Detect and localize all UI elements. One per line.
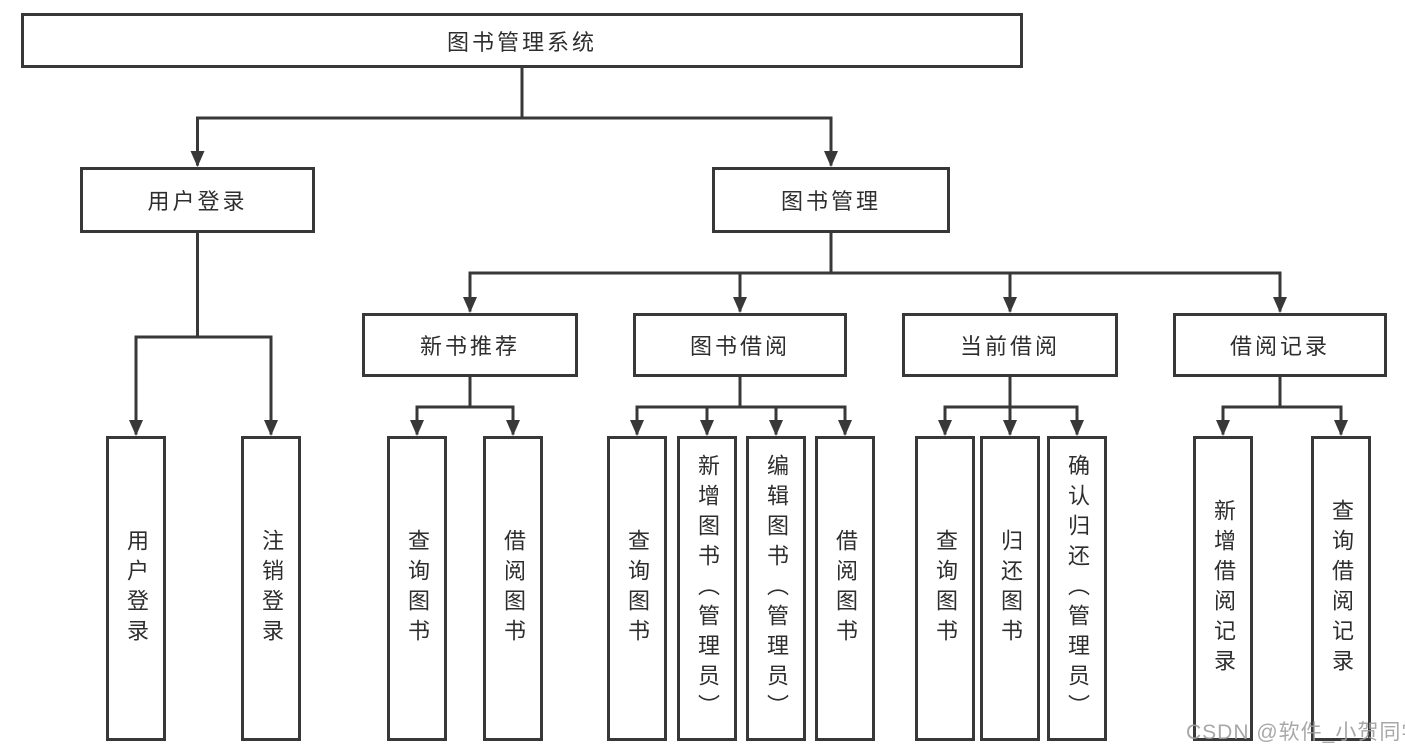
arrowhead-icon	[769, 420, 783, 436]
leaf-nbr-borrow-books: 借阅图书	[483, 436, 543, 741]
connector-book-management-children	[468, 231, 1282, 312]
connector-borrowing-records-children	[1221, 375, 1343, 435]
connector-root-children	[196, 66, 833, 166]
leaf-bb-add-books-admin-label: 新增图书（管理员）	[695, 453, 720, 724]
leaf-br-query-borrow-record: 查询借阅记录	[1311, 436, 1371, 741]
leaf-cb-return-books: 归还图书	[980, 436, 1040, 741]
arrowhead-icon	[1003, 420, 1017, 436]
arrowhead-icon	[410, 420, 424, 436]
node-user-login: 用户登录	[80, 167, 315, 233]
leaf-bb-query-books: 查询图书	[607, 436, 667, 741]
node-book-borrowing-label: 图书借阅	[689, 334, 790, 359]
node-borrowing-records-label: 借阅记录	[1229, 334, 1330, 359]
arrowhead-icon	[824, 151, 838, 167]
arrowhead-icon	[700, 420, 714, 436]
node-book-management-label: 图书管理	[780, 189, 881, 214]
leaf-nbr-borrow-books-label: 借阅图书	[501, 528, 526, 649]
leaf-user-login-label: 用户登录	[124, 528, 149, 649]
node-user-login-label: 用户登录	[147, 189, 248, 214]
leaf-br-add-borrow-record-label: 新增借阅记录	[1211, 498, 1236, 679]
leaf-cb-query-books-label: 查询图书	[933, 528, 958, 649]
node-new-book-recommend: 新书推荐	[362, 313, 578, 377]
node-book-borrowing: 图书借阅	[633, 313, 847, 377]
leaf-cb-query-books: 查询图书	[915, 436, 975, 741]
arrowhead-icon	[264, 420, 278, 436]
arrowhead-icon	[506, 420, 520, 436]
arrowhead-icon	[1070, 420, 1084, 436]
leaf-cb-confirm-return-admin: 确认归还（管理员）	[1047, 436, 1107, 741]
leaf-cb-confirm-return-admin-label: 确认归还（管理员）	[1065, 453, 1090, 724]
leaf-bb-borrow-books: 借阅图书	[815, 436, 875, 741]
leaf-bb-edit-books-admin-label: 编辑图书（管理员）	[764, 453, 789, 724]
arrowhead-icon	[1003, 297, 1017, 313]
node-current-borrowing: 当前借阅	[902, 313, 1118, 377]
leaf-bb-edit-books-admin: 编辑图书（管理员）	[746, 436, 806, 741]
node-new-book-recommend-label: 新书推荐	[419, 334, 520, 359]
leaf-br-add-borrow-record: 新增借阅记录	[1193, 436, 1253, 741]
leaf-logout: 注销登录	[241, 436, 301, 741]
leaf-bb-borrow-books-label: 借阅图书	[833, 528, 858, 649]
connector-current-borrowing-children	[943, 375, 1079, 435]
arrowhead-icon	[463, 297, 477, 313]
connector-new-book-recommend-children	[415, 375, 515, 435]
arrowhead-icon	[1334, 420, 1348, 436]
leaf-logout-label: 注销登录	[259, 528, 284, 649]
watermark: CSDN @软件_小贺同学	[1186, 721, 1405, 744]
arrowhead-icon	[630, 420, 644, 436]
arrowhead-icon	[1216, 420, 1230, 436]
leaf-nbr-query-books-label: 查询图书	[405, 528, 430, 649]
node-book-management: 图书管理	[712, 167, 950, 233]
connector-user-login-children	[134, 231, 273, 435]
node-borrowing-records: 借阅记录	[1173, 313, 1387, 377]
arrowhead-icon	[190, 151, 205, 167]
arrowhead-icon	[733, 297, 747, 313]
arrowhead-icon	[938, 420, 952, 436]
leaf-bb-add-books-admin: 新增图书（管理员）	[677, 436, 737, 741]
leaf-bb-query-books-label: 查询图书	[625, 528, 650, 649]
node-root-label: 图书管理系统	[446, 29, 597, 55]
arrowhead-icon	[129, 420, 143, 436]
leaf-cb-return-books-label: 归还图书	[998, 528, 1023, 649]
node-current-borrowing-label: 当前借阅	[959, 334, 1060, 359]
node-root: 图书管理系统	[21, 13, 1023, 68]
leaf-nbr-query-books: 查询图书	[387, 436, 447, 741]
leaf-br-query-borrow-record-label: 查询借阅记录	[1329, 498, 1354, 679]
leaf-user-login: 用户登录	[106, 436, 166, 741]
arrowhead-icon	[838, 420, 852, 436]
arrowhead-icon	[1273, 297, 1287, 313]
connector-book-borrowing-children	[635, 375, 847, 435]
